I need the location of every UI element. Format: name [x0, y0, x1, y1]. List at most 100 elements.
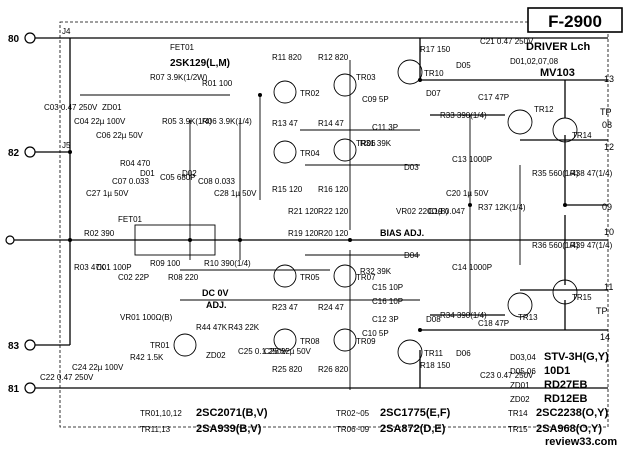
tr13-label: TR13: [518, 313, 538, 322]
r19-label: R19 120: [288, 229, 319, 238]
c21-label: C21 0.47 250V: [480, 37, 534, 46]
tr01-symbol: [173, 333, 197, 357]
d07-label: D07: [426, 89, 441, 98]
transistor-symbols: [134, 59, 578, 365]
r26-label: R26 820: [318, 365, 349, 374]
c10-label: C10 5P: [362, 329, 389, 338]
pin-j4-label: J4: [62, 27, 71, 36]
c14-label: C14 1000P: [452, 263, 492, 272]
r05-label: R05 3.9K(1/4): [162, 117, 212, 126]
d06-label: D06: [456, 349, 471, 358]
c25-label: C25 0.1 250V: [238, 347, 288, 356]
diode-note-bottom: D03,04 STV-3H(G,Y) D05,06 10D1 ZD01 RD27…: [510, 351, 609, 405]
diode-part-3: RD27EB: [544, 379, 587, 391]
terminal-12-label: 12: [604, 142, 614, 152]
r39-label: R39 47(1/4): [570, 241, 613, 250]
tr07-label: TR07: [356, 273, 376, 282]
terminal-10-label: 10: [604, 227, 614, 237]
r14-label: R14 47: [318, 119, 344, 128]
r11-label: R11 820: [272, 53, 302, 62]
fet01-symbol: [134, 224, 216, 256]
tr14-label: TR14: [572, 131, 592, 140]
tr-part-6: 2SA968(O,Y): [536, 423, 602, 435]
r09-label: R09 100: [150, 259, 181, 268]
tp-label-top: TP: [600, 107, 612, 117]
fet01-label: FET01: [170, 43, 195, 52]
c20-label: C20 1µ 50V: [446, 189, 489, 198]
terminal-81-label: 81: [8, 384, 20, 395]
c04-label: C04 22µ 100V: [74, 117, 126, 126]
c19-label: C19 0.047: [428, 207, 465, 216]
diode-refs-3: ZD01: [510, 381, 530, 390]
r43-label: R43 22K: [228, 323, 260, 332]
d08-label: D08: [426, 315, 441, 324]
c26-label: C26 22µ 50V: [264, 347, 312, 356]
c27-label: C27 1µ 50V: [86, 189, 129, 198]
r31-label: R31 39K: [360, 139, 392, 148]
tp-label-bottom: TP: [596, 306, 608, 316]
tr09-symbol: [333, 328, 357, 352]
tr01-label: TR01: [150, 341, 170, 350]
tr04-symbol: [273, 140, 297, 164]
terminal-input[interactable]: [5, 235, 15, 245]
title-box: [527, 7, 623, 33]
tr13-symbol: [507, 292, 533, 318]
terminal-82[interactable]: [24, 146, 36, 158]
terminal-83[interactable]: [24, 339, 36, 351]
diode-note-top: D01,02,07,08 MV103: [510, 57, 575, 79]
tr05-label: TR05: [300, 273, 320, 282]
d01-label: D01: [140, 169, 155, 178]
d04-label: D04: [404, 251, 419, 260]
tr11-symbol: [397, 339, 423, 365]
r36-label: R36 560(1/4): [532, 241, 579, 250]
r18-label: R18 150: [420, 361, 451, 370]
r13-label: R13 47: [272, 119, 298, 128]
r10-label: R10 390(1/4): [204, 259, 251, 268]
transistor-table: TR01,10,12 2SC2071(B,V) TR11,13 2SA939(B…: [140, 407, 608, 435]
tr05-symbol: [273, 264, 297, 288]
terminal-81[interactable]: [24, 382, 36, 394]
tr02-symbol: [273, 80, 297, 104]
tr-refs-1: TR01,10,12: [140, 409, 182, 418]
r21-label: R21 120: [288, 207, 319, 216]
tr06-symbol: [333, 138, 357, 162]
r16-label: R16 120: [318, 185, 349, 194]
r06-label: R06 3.9K(1/4): [202, 117, 252, 126]
tr15-symbol: [552, 279, 578, 305]
tr-refs-2: TR11,13: [140, 425, 171, 434]
r32-label: R32 39K: [360, 267, 392, 276]
r04-label: R04 470: [120, 159, 151, 168]
tr12-label: TR12: [534, 105, 554, 114]
tr02-label: TR02: [300, 89, 320, 98]
r37-label: R37 12K(1/4): [478, 203, 526, 212]
c15-label: C15 10P: [372, 283, 403, 292]
c18-label: C18 47P: [478, 319, 509, 328]
terminal-80[interactable]: [24, 32, 36, 44]
r33-label: R33 390(1/4): [440, 111, 487, 120]
c28-label: C28 1µ 50V: [214, 189, 257, 198]
c24-label: C24 22µ 100V: [72, 363, 124, 372]
c23-label: C23 0.47 250V: [480, 371, 534, 380]
diode-part-4: RD12EB: [544, 393, 587, 405]
r22-label: R22 120: [318, 207, 349, 216]
d05-label: D05: [456, 61, 471, 70]
model-title: F-2900: [548, 12, 602, 31]
r01-label: R01 100: [202, 79, 233, 88]
r25-label: R25 820: [272, 365, 303, 374]
left-terminals: 80 82 83 81 J4 J5: [5, 27, 71, 395]
terminal-80-label: 80: [8, 34, 20, 45]
c08-label: C08 0.033: [198, 177, 235, 186]
tr03-symbol: [333, 73, 357, 97]
r03-label: R03 47K: [74, 263, 106, 272]
terminal-83-label: 83: [8, 341, 20, 352]
r15-label: R15 120: [272, 185, 303, 194]
tr-part-4: 2SA872(D,E): [380, 423, 446, 435]
c02-label: C02 22P: [118, 273, 149, 282]
r24-label: R24 47: [318, 303, 344, 312]
section-title: DRIVER Lch: [526, 41, 590, 53]
c07-label: C07 0.033: [112, 177, 149, 186]
vr01-label: VR01 100Ω(B): [120, 313, 173, 322]
r20-label: R20 120: [318, 229, 349, 238]
d02-label: D02: [182, 169, 197, 178]
terminal-08-label: 08: [602, 120, 612, 130]
